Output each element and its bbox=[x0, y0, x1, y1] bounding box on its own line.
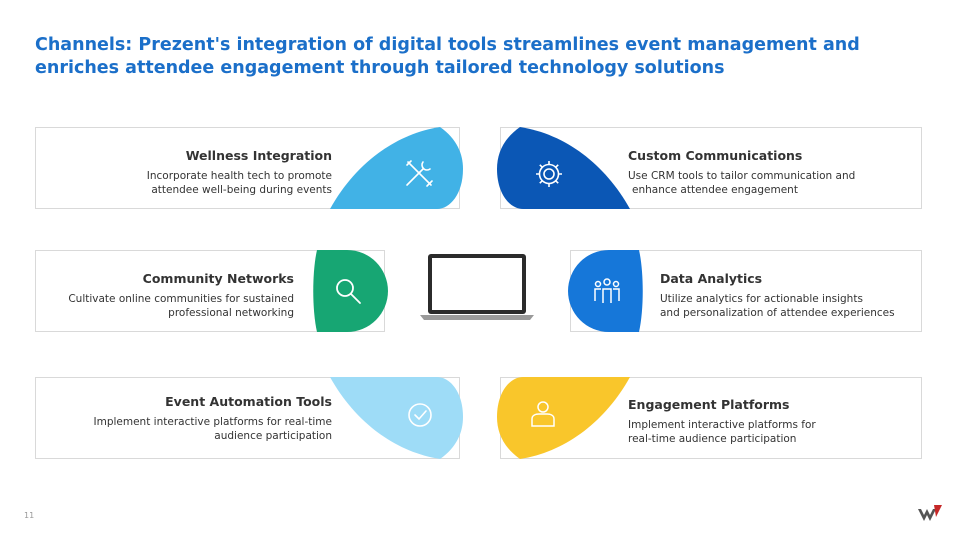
card-custom-heading: Custom Communications bbox=[628, 148, 803, 163]
person-icon bbox=[531, 401, 555, 427]
card-engagement-text: Engagement Platforms Implement interacti… bbox=[628, 397, 918, 446]
search-icon bbox=[336, 279, 361, 304]
card-automation-heading: Event Automation Tools bbox=[165, 394, 332, 409]
wellness-leaf-shape bbox=[330, 127, 463, 209]
card-wellness-heading: Wellness Integration bbox=[185, 148, 332, 163]
card-wellness-line2: attendee well-being during events bbox=[151, 184, 332, 196]
card-engagement-line2: real-time audience participation bbox=[628, 433, 797, 445]
card-analytics-line1: Utilize analytics for actionable insight… bbox=[660, 293, 863, 305]
people-icon bbox=[594, 278, 620, 303]
gear-icon bbox=[536, 161, 562, 187]
card-community-heading: Community Networks bbox=[142, 271, 294, 286]
card-automation-line1: Implement interactive platforms for real… bbox=[93, 416, 333, 428]
card-community-line1: Cultivate online communities for sustain… bbox=[68, 293, 294, 305]
tools-icon bbox=[406, 160, 433, 187]
card-engagement-heading: Engagement Platforms bbox=[628, 397, 790, 412]
card-analytics-text: Data Analytics Utilize analytics for act… bbox=[660, 271, 920, 320]
card-custom-line1: Use CRM tools to tailor communication an… bbox=[628, 170, 856, 182]
community-half-circle-shape bbox=[313, 250, 388, 332]
laptop-icon bbox=[420, 254, 534, 320]
page-number: 11 bbox=[24, 511, 35, 520]
card-community-text: Community Networks Cultivate online comm… bbox=[45, 271, 294, 320]
card-automation-line2: audience participation bbox=[214, 430, 332, 442]
card-analytics-line2: and personalization of attendee experien… bbox=[660, 307, 895, 319]
card-custom-text: Custom Communications Use CRM tools to t… bbox=[628, 148, 918, 197]
card-analytics-heading: Data Analytics bbox=[660, 271, 763, 286]
card-engagement-line1: Implement interactive platforms for bbox=[628, 419, 816, 431]
analytics-half-circle-shape bbox=[568, 250, 643, 332]
brand-logo-icon bbox=[918, 505, 942, 521]
card-custom-line2: enhance attendee engagement bbox=[632, 184, 798, 196]
card-wellness-text: Wellness Integration Incorporate health … bbox=[60, 148, 332, 197]
automation-leaf-shape bbox=[330, 377, 463, 459]
card-automation-text: Event Automation Tools Implement interac… bbox=[60, 394, 333, 443]
page-title: Channels: Prezent's integration of digit… bbox=[35, 35, 860, 78]
engagement-leaf-shape bbox=[497, 377, 630, 459]
check-icon bbox=[408, 403, 432, 427]
card-wellness-line1: Incorporate health tech to promote bbox=[146, 170, 332, 182]
card-community-line2: professional networking bbox=[168, 307, 294, 319]
custom-leaf-shape bbox=[497, 127, 630, 209]
